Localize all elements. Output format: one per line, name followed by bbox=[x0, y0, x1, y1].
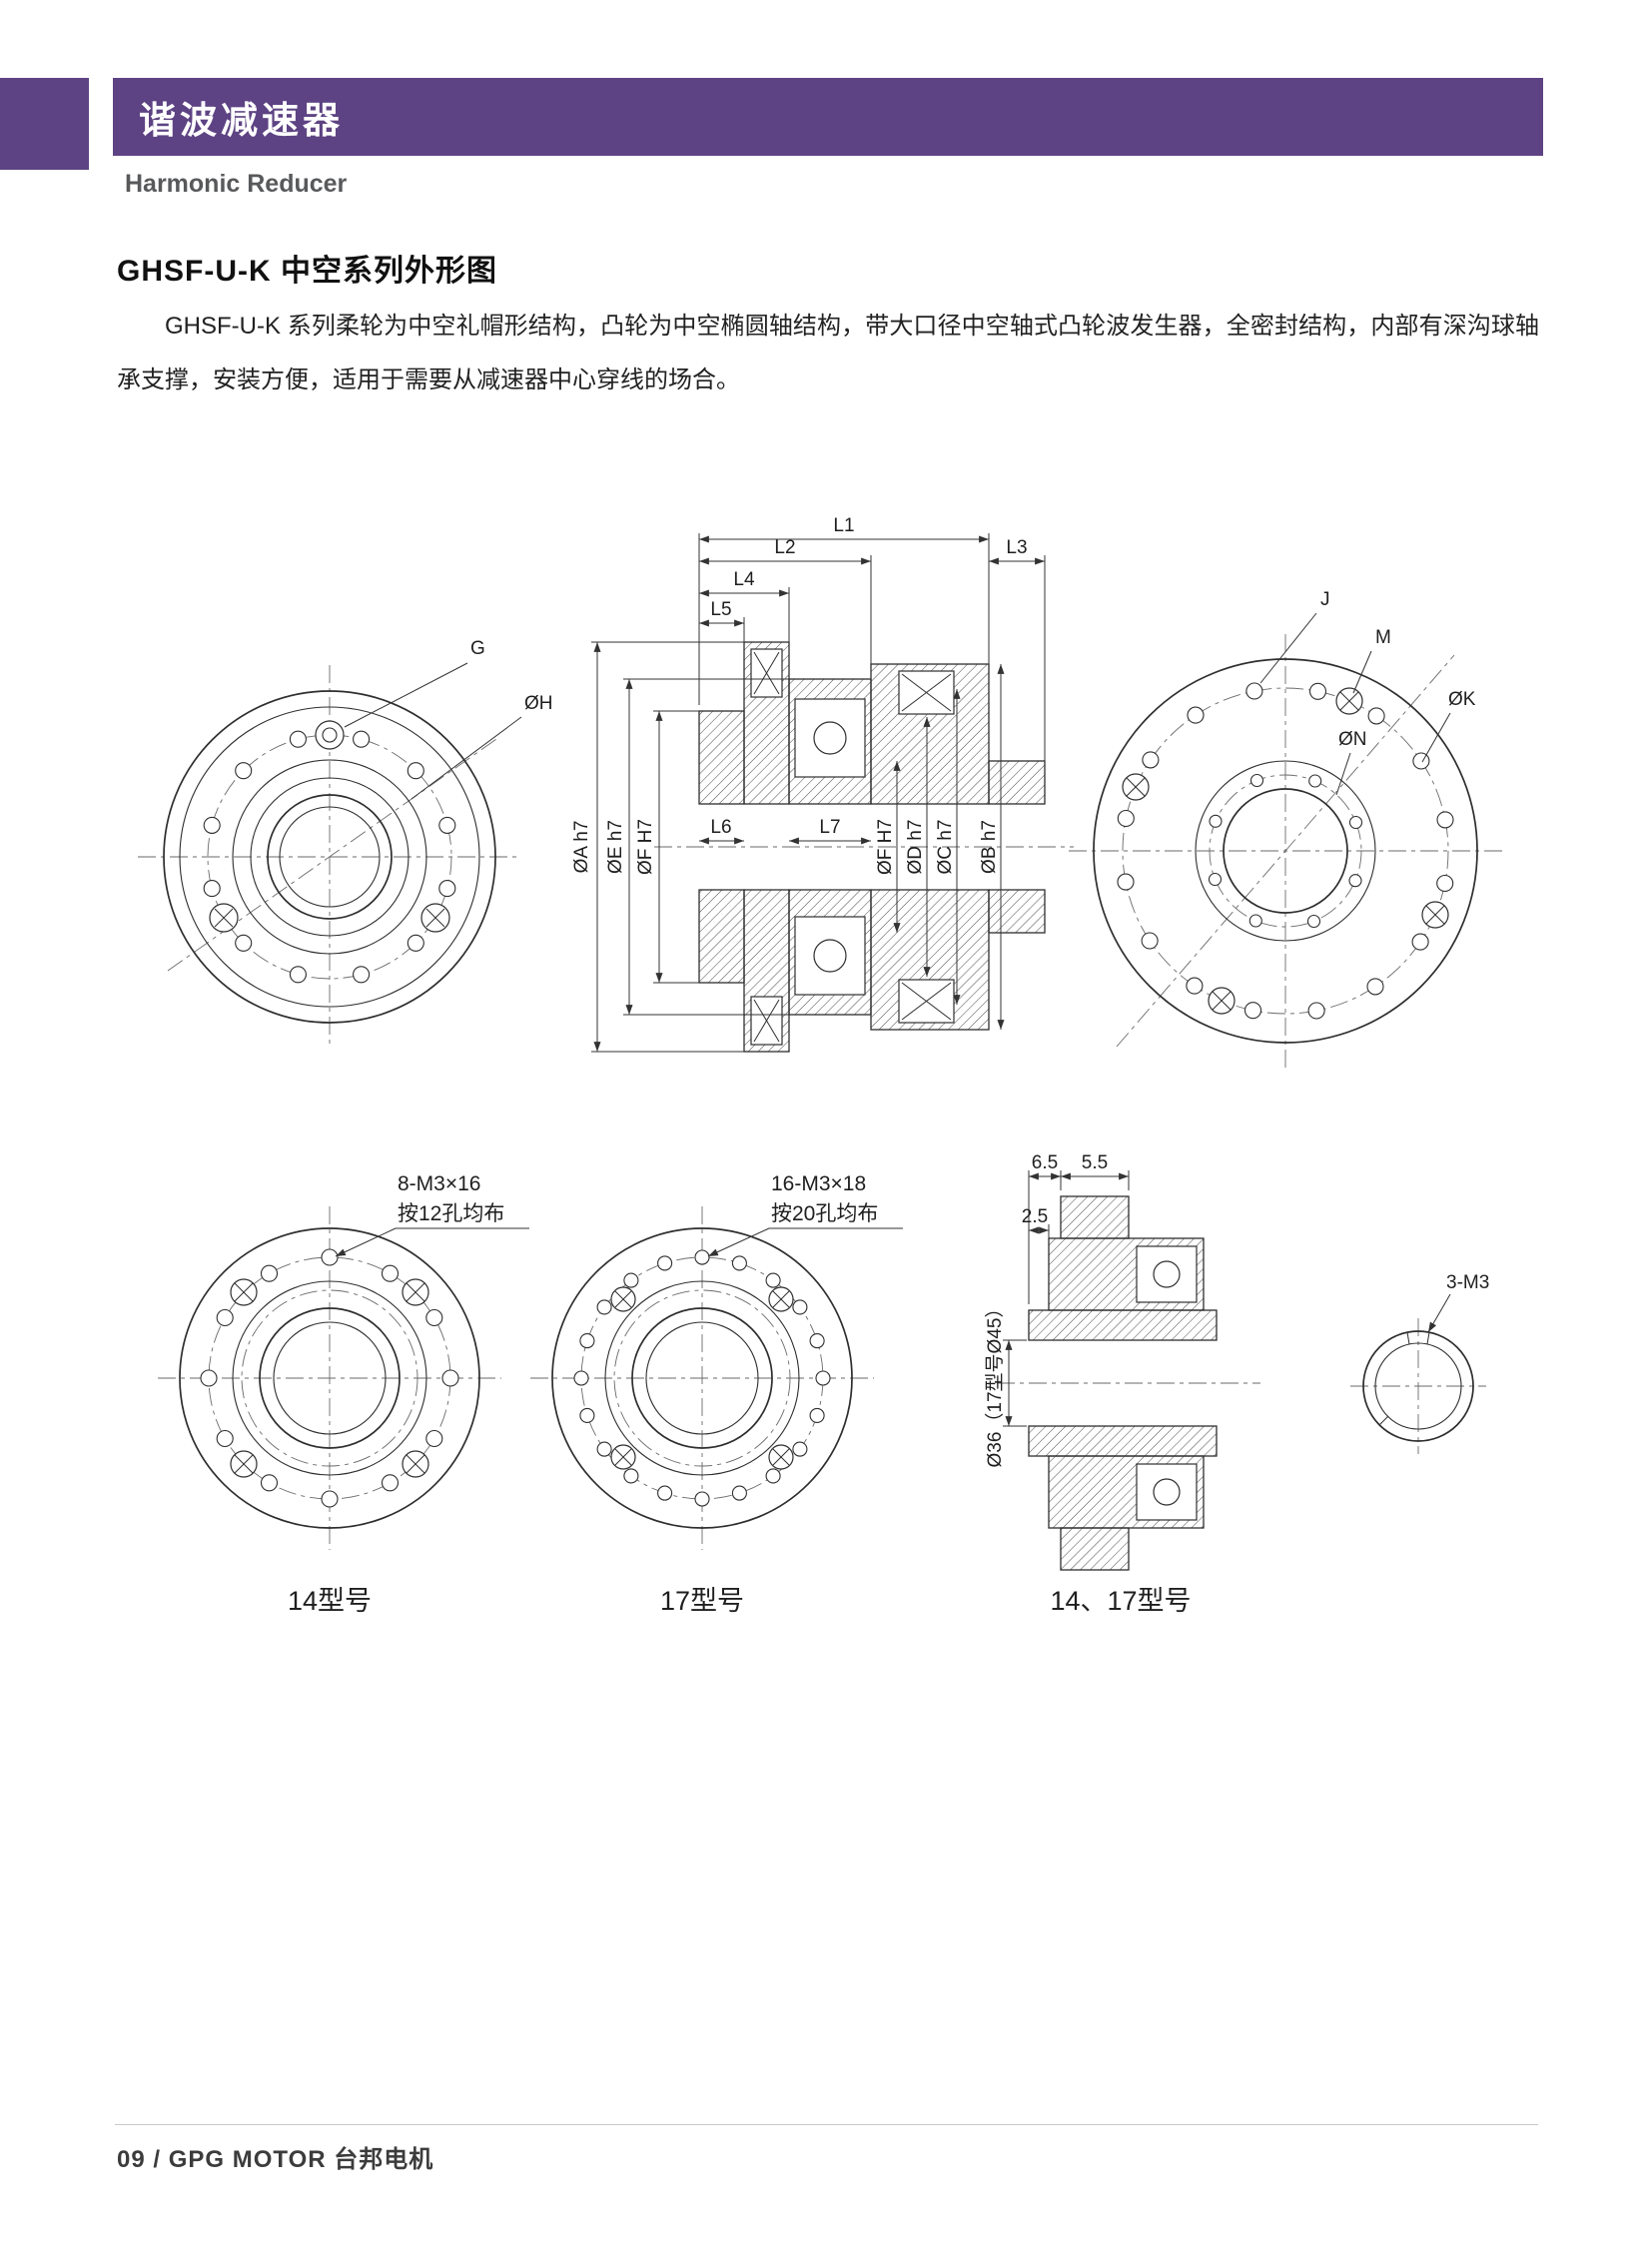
page-title-cn: 谐波减速器 bbox=[139, 100, 344, 141]
side-section-caption: 14、17型号 bbox=[1050, 1586, 1191, 1616]
model14-caption: 14型号 bbox=[288, 1586, 372, 1616]
dim-l4: L4 bbox=[733, 569, 755, 590]
model17-note-line1: 16-M3×18 bbox=[771, 1172, 866, 1195]
dim-dia-e: ØE h7 bbox=[605, 820, 626, 874]
model14-note-line1: 8-M3×16 bbox=[398, 1172, 480, 1195]
model14-screw-heads bbox=[230, 1278, 429, 1478]
front-view-drawing: G ØH bbox=[138, 638, 553, 1049]
rear-view-drawing: J M ØK ØN bbox=[1069, 589, 1502, 1068]
dim-dia-f-right: ØF H7 bbox=[875, 819, 896, 875]
corner-accent-block bbox=[0, 78, 89, 170]
dim-dia-f-left: ØF H7 bbox=[635, 819, 656, 875]
model14-bolt-holes bbox=[200, 1248, 459, 1508]
rear-label-j: J bbox=[1320, 589, 1330, 610]
side-section-drawing: 6.5 5.5 2.5 Ø36（17型号Ø45） 14、17型号 bbox=[984, 1152, 1260, 1616]
rear-hub-holes bbox=[1208, 773, 1363, 929]
header-bar: 谐波减速器 bbox=[113, 78, 1543, 156]
model17-screw-heads bbox=[610, 1286, 794, 1470]
front-screw-heads bbox=[209, 720, 450, 933]
rear-bolt-holes bbox=[1117, 682, 1454, 1020]
model17-note-line2: 按20孔均布 bbox=[771, 1202, 878, 1225]
footer-divider bbox=[115, 2124, 1538, 2125]
retainer-ring-drawing: 3-M3 bbox=[1350, 1272, 1489, 1454]
model14-view-drawing: 8-M3×16 按12孔均布 14型号 bbox=[158, 1172, 529, 1616]
intro-paragraph: GHSF-U-K 系列柔轮为中空礼帽形结构，凸轮为中空椭圆轴结构，带大口径中空轴… bbox=[117, 313, 1539, 393]
model17-bolt-holes bbox=[573, 1249, 831, 1507]
front-label-oh: ØH bbox=[524, 693, 553, 714]
model17-caption: 17型号 bbox=[660, 1586, 744, 1616]
front-bolt-holes bbox=[203, 730, 456, 984]
model14-note-line2: 按12孔均布 bbox=[398, 1202, 504, 1225]
dim-dia-d: ØD h7 bbox=[905, 820, 926, 875]
footer-text: 09 / GPG MOTOR 台邦电机 bbox=[117, 2146, 434, 2173]
dim-l1: L1 bbox=[833, 515, 854, 536]
side-dim-25: 2.5 bbox=[1022, 1206, 1048, 1227]
dim-dia-b: ØB h7 bbox=[979, 820, 1000, 874]
page-title-en: Harmonic Reducer bbox=[125, 170, 348, 198]
dim-l6: L6 bbox=[710, 817, 731, 838]
front-label-g: G bbox=[470, 638, 485, 659]
dim-l2: L2 bbox=[774, 537, 795, 558]
rear-screw-heads bbox=[1122, 687, 1449, 1015]
dim-l7: L7 bbox=[819, 817, 840, 838]
side-dim-bore: Ø36（17型号Ø45） bbox=[984, 1299, 1006, 1468]
rear-label-ok: ØK bbox=[1448, 689, 1476, 710]
rear-label-on: ØN bbox=[1338, 729, 1367, 750]
dim-l3: L3 bbox=[1006, 537, 1027, 558]
section-view-drawing: L1 L2 L3 L4 L5 L6 L7 ØA h7 ØE h7 ØF H7 bbox=[571, 515, 1074, 1053]
dim-dia-c: ØC h7 bbox=[935, 820, 956, 875]
section-title: GHSF-U-K 中空系列外形图 bbox=[117, 255, 497, 288]
side-dim-55: 5.5 bbox=[1082, 1152, 1108, 1173]
ring-label: 3-M3 bbox=[1446, 1272, 1489, 1293]
model17-view-drawing: 16-M3×18 按20孔均布 17型号 bbox=[530, 1172, 903, 1616]
dim-l5: L5 bbox=[710, 599, 731, 620]
dim-dia-a: ØA h7 bbox=[571, 821, 592, 874]
rear-label-m: M bbox=[1375, 627, 1391, 648]
side-dim-65: 6.5 bbox=[1032, 1152, 1058, 1173]
